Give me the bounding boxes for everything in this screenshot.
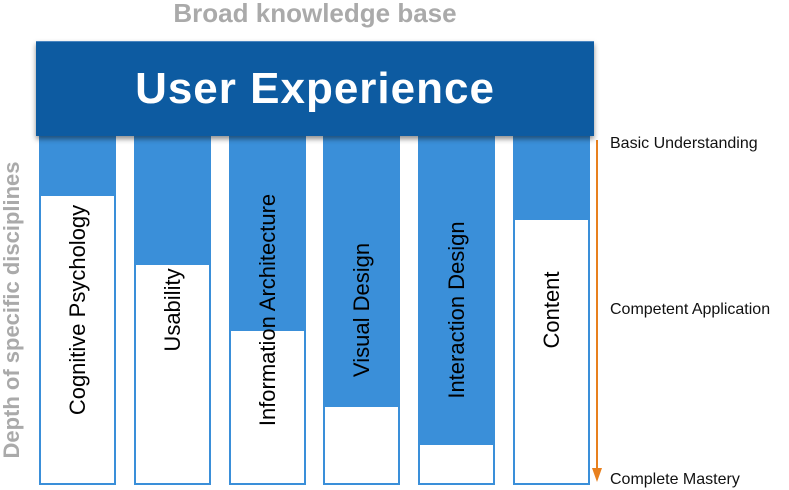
- scale-label-competent: Competent Application: [610, 301, 771, 318]
- discipline-column-information-architecture: Information Architecture: [229, 135, 306, 485]
- depth-fill: [420, 137, 493, 445]
- discipline-label: Content: [538, 271, 564, 349]
- discipline-column-interaction-design: Interaction Design: [418, 135, 495, 485]
- mastery-arrow-line: [596, 140, 598, 470]
- scale-label-mastery: Complete Mastery: [610, 471, 740, 488]
- depth-fill: [41, 137, 114, 196]
- depth-fill: [231, 137, 304, 331]
- discipline-label: Cognitive Psychology: [64, 204, 90, 416]
- discipline-column-cognitive-psychology: Cognitive Psychology: [39, 135, 116, 485]
- depth-fill: [515, 137, 588, 221]
- discipline-label: Interaction Design: [443, 221, 469, 399]
- discipline-column-usability: Usability: [134, 135, 211, 485]
- user-experience-banner: User Experience: [36, 41, 594, 136]
- depth-fill: [325, 137, 398, 407]
- side-title-text: Depth of specific disciplines: [0, 161, 24, 459]
- depth-fill: [136, 137, 209, 266]
- discipline-column-content: Content: [513, 135, 590, 485]
- discipline-column-visual-design: Visual Design: [323, 135, 400, 485]
- top-title: Broad knowledge base: [173, 0, 457, 28]
- discipline-label: Usability: [159, 268, 185, 352]
- banner-title: User Experience: [135, 64, 495, 113]
- discipline-label: Information Architecture: [254, 193, 280, 427]
- arrow-down-icon: [592, 468, 602, 482]
- discipline-label: Visual Design: [348, 242, 374, 378]
- scale-label-basic: Basic Understanding: [610, 135, 758, 152]
